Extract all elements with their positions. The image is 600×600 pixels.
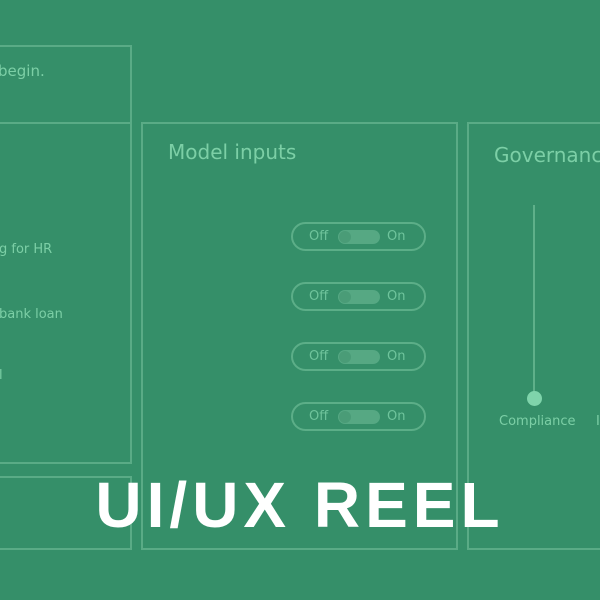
toggle-off-label: Off <box>309 289 329 304</box>
toggle-knob[interactable] <box>339 411 351 423</box>
toggle-on-label: On <box>387 409 406 424</box>
toggle-knob[interactable] <box>339 291 351 303</box>
model-inputs-panel <box>141 122 458 550</box>
left-item[interactable]: bank loan <box>0 307 63 322</box>
slider-handle[interactable] <box>527 391 542 406</box>
left-top-text: begin. <box>0 62 45 80</box>
left-bottom-panel <box>0 476 132 550</box>
governance-panel <box>467 122 600 550</box>
toggle-knob[interactable] <box>339 351 351 363</box>
toggle-on-label: On <box>387 349 406 364</box>
left-main-panel <box>0 122 132 464</box>
governance-label: I <box>596 414 600 429</box>
toggle-switch[interactable]: Off On <box>291 222 426 251</box>
left-item[interactable]: g for HR <box>0 242 53 257</box>
toggle-track[interactable] <box>338 410 380 424</box>
toggle-track[interactable] <box>338 290 380 304</box>
toggle-off-label: Off <box>309 229 329 244</box>
model-inputs-title: Model inputs <box>168 140 297 164</box>
toggle-off-label: Off <box>309 349 329 364</box>
toggle-track[interactable] <box>338 230 380 244</box>
toggle-switch[interactable]: Off On <box>291 342 426 371</box>
toggle-on-label: On <box>387 289 406 304</box>
compliance-label: Compliance <box>499 414 576 429</box>
overlay-title: UI/UX REEL <box>95 469 505 541</box>
left-top-panel <box>0 45 132 124</box>
left-item[interactable]: l <box>0 368 3 383</box>
toggle-switch[interactable]: Off On <box>291 402 426 431</box>
toggle-off-label: Off <box>309 409 329 424</box>
toggle-track[interactable] <box>338 350 380 364</box>
toggle-knob[interactable] <box>339 231 351 243</box>
toggle-on-label: On <box>387 229 406 244</box>
toggle-switch[interactable]: Off On <box>291 282 426 311</box>
slider-line <box>533 205 535 398</box>
governance-title: Governanc <box>494 143 600 167</box>
